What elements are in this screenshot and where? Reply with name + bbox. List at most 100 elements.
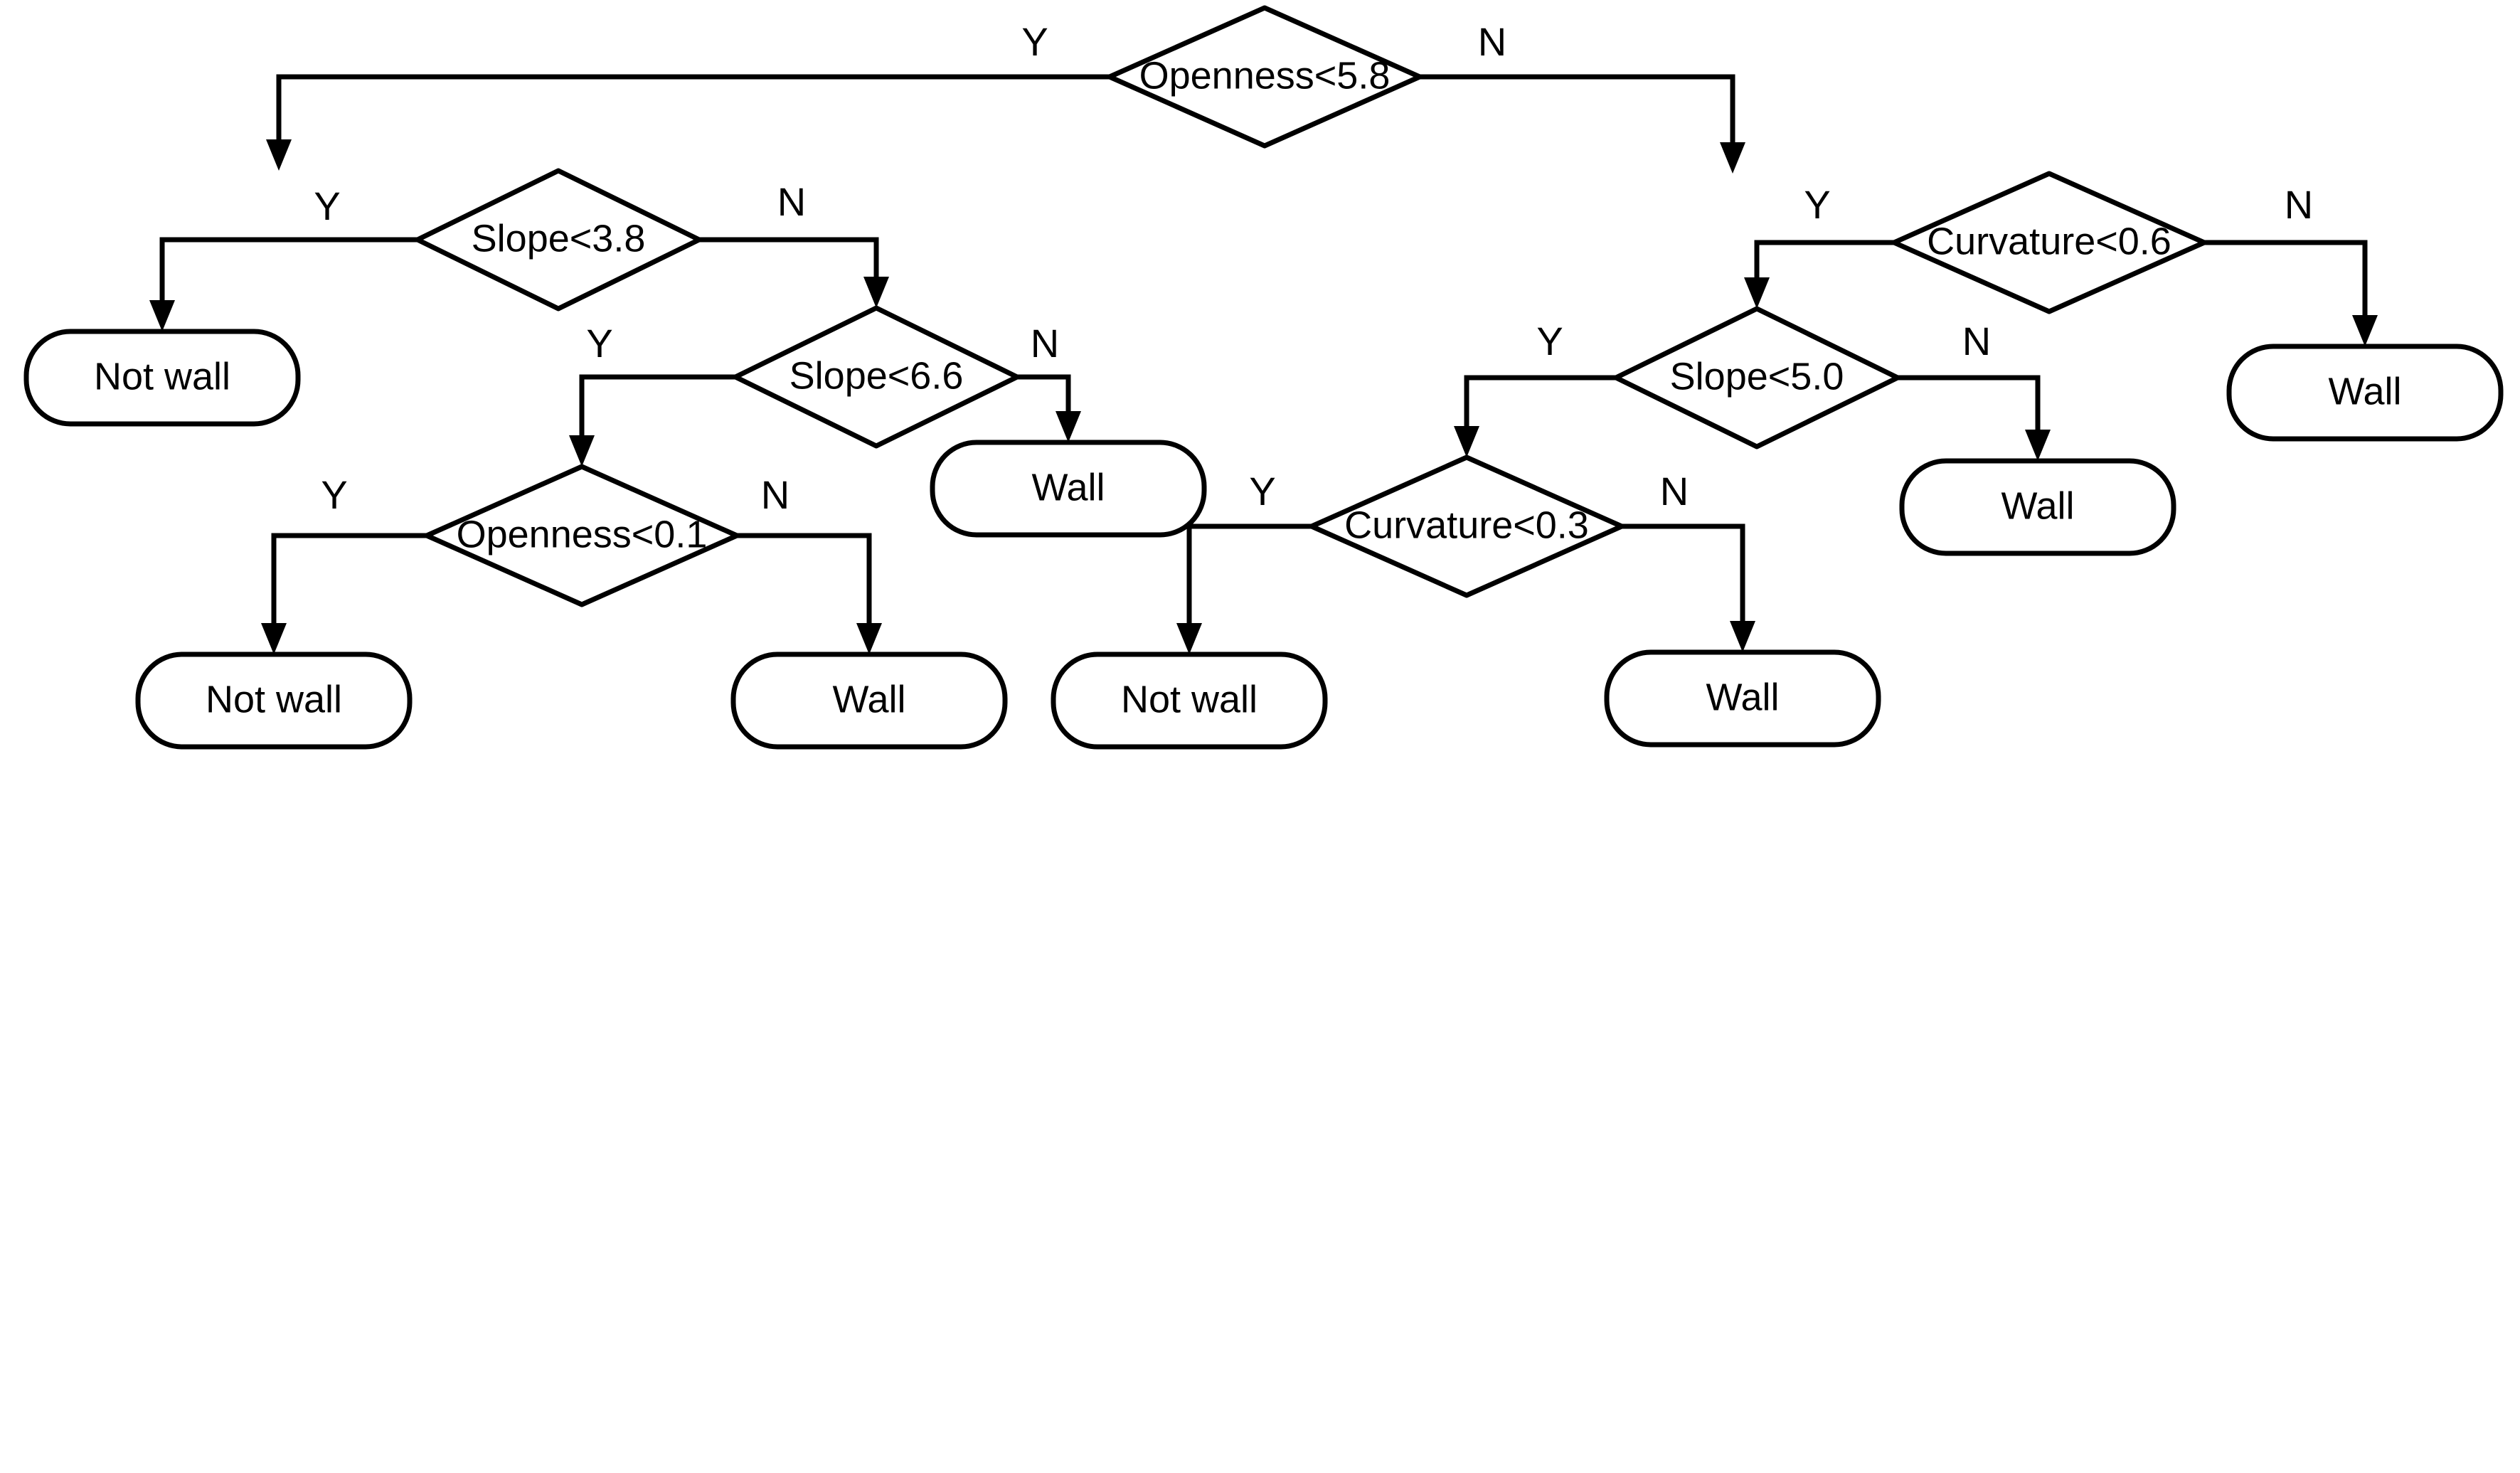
decision-node-layer: Openness<5.8 Slope<3.8 Curvature<0.6 Slo… [415,5,2207,607]
arrow-head-icon [2352,315,2378,346]
terminal-node-not-wall-3[interactable]: Not wall [1051,652,1328,750]
stadium-shape [1051,652,1328,750]
edge-path [2204,240,2368,327]
arrow-head-icon [266,139,292,171]
edge-curvature06-to-slope50-yes [1744,240,1894,309]
edge-path [159,237,418,312]
diamond-shape [1309,454,1625,598]
diamond-shape [1891,171,2207,314]
branch-label-yes: Y [1021,19,1048,64]
arrow-head-icon [1454,426,1479,457]
arrow-head-icon [1744,277,1770,309]
branch-label-no: N [1962,319,1991,363]
decision-node-slope-5-0[interactable]: Slope<5.0 [1613,306,1900,450]
edge-curvature03-to-notwall-yes [1176,523,1312,654]
branch-label-no: N [777,179,806,224]
stadium-shape [930,440,1207,538]
terminal-node-wall-5[interactable]: Wall [1604,649,1881,748]
edge-root-to-curvature06-no [1420,74,1745,174]
edge-openness01-to-notwall-yes [261,533,427,654]
stadium-shape [135,652,413,750]
decision-node-label: Slope<5.0 [1670,355,1844,398]
decision-node-openness-0-1[interactable]: Openness<0.1 [424,464,740,607]
terminal-node-label: Not wall [206,678,342,720]
diamond-shape [424,464,740,607]
decision-node-curvature-0-6[interactable]: Curvature<0.6 [1891,171,2207,314]
edge-slope50-to-curvature03-yes [1454,375,1616,457]
decision-node-label: Curvature<0.3 [1344,504,1589,546]
decision-node-label: Slope<3.8 [472,217,646,260]
diamond-shape [1613,306,1900,450]
terminal-node-label: Not wall [94,355,230,398]
terminal-node-wall-3[interactable]: Wall [1899,458,2176,556]
edge-path [1464,375,1616,438]
edge-layer [149,74,2378,654]
terminal-node-not-wall-1[interactable]: Not wall [23,329,301,427]
edge-path [579,374,735,447]
edge-curvature03-to-wall-no [1622,523,1755,652]
terminal-node-wall-2[interactable]: Wall [2226,344,2504,442]
stadium-shape [1899,458,2176,556]
diamond-shape [733,305,1020,449]
edge-slope38-to-slope66-no [699,237,889,308]
decision-node-slope-6-6[interactable]: Slope<6.6 [733,305,1020,449]
branch-label-yes: Y [1249,469,1275,514]
decision-node-label: Openness<0.1 [457,513,708,555]
terminal-node-label: Not wall [1121,678,1258,720]
terminal-node-wall-4[interactable]: Wall [730,652,1008,750]
branch-label-yes: Y [314,184,340,228]
arrow-head-icon [1176,623,1202,654]
edge-slope66-to-wall-no [1017,374,1081,442]
edge-path [1017,374,1071,423]
stadium-shape [2226,344,2504,442]
terminal-node-label: Wall [2001,484,2075,527]
edge-path [1754,240,1894,289]
terminal-node-not-wall-2[interactable]: Not wall [135,652,413,750]
edge-path [699,237,879,289]
branch-label-no: N [1660,469,1689,514]
branch-label-layer: Y N Y N Y N Y N Y N Y N Y N [314,19,2313,517]
terminal-node-label: Wall [2329,370,2402,413]
arrow-head-icon [1720,142,1745,174]
edge-path [1420,74,1735,154]
branch-label-yes: Y [1536,319,1563,363]
decision-node-slope-3-8[interactable]: Slope<3.8 [415,168,702,312]
edge-path [1898,375,2041,442]
edge-path [276,74,1110,151]
terminal-node-label: Wall [833,678,906,720]
branch-label-no: N [761,472,790,517]
decision-node-label: Slope<6.6 [790,354,964,397]
diamond-shape [1107,5,1423,149]
arrow-head-icon [261,623,287,654]
edge-slope50-to-wall-no [1898,375,2051,461]
edge-path [271,533,427,635]
diamond-shape [415,168,702,312]
decision-node-label: Curvature<0.6 [1927,220,2171,262]
arrow-head-icon [856,623,882,654]
arrow-head-icon [149,300,175,331]
terminal-node-label: Wall [1032,466,1105,509]
decision-node-label: Openness<5.8 [1139,54,1391,97]
arrow-head-icon [569,435,595,467]
arrow-head-icon [863,277,889,308]
edge-root-to-slope38-yes [266,74,1110,171]
decision-node-openness-5-8[interactable]: Openness<5.8 [1107,5,1423,149]
branch-label-no: N [1478,19,1506,64]
arrow-head-icon [1730,621,1755,652]
branch-label-yes: Y [321,472,347,517]
stadium-shape [23,329,301,427]
terminal-node-wall-1[interactable]: Wall [930,440,1207,538]
branch-label-yes: Y [1804,182,1830,227]
terminal-node-label: Wall [1706,676,1780,718]
edge-path [737,533,872,635]
arrow-head-icon [1056,411,1081,442]
edge-slope66-to-openness01-yes [569,374,735,467]
decision-node-curvature-0-3[interactable]: Curvature<0.3 [1309,454,1625,598]
branch-label-no: N [1031,321,1059,366]
edge-path [1622,523,1745,633]
edge-openness01-to-wall-no [737,533,882,654]
edge-path [1186,523,1312,635]
branch-label-no: N [2285,182,2313,227]
